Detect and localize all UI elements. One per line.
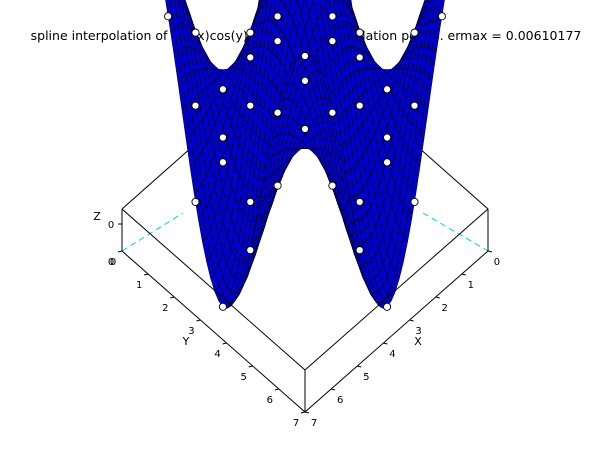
x-tick-mark [488, 251, 492, 252]
interpolation-point-marker [192, 198, 199, 205]
y-tick-mark [196, 320, 200, 321]
y-tick-mark [118, 251, 122, 252]
y-tick-mark [170, 297, 174, 298]
interpolation-point-marker [192, 29, 199, 36]
front-box-edges [122, 209, 488, 412]
interpolation-point-marker [247, 198, 254, 205]
x-axis-label: X [414, 335, 422, 348]
interpolation-point-marker [356, 54, 363, 61]
y-axis-label: Y [182, 335, 190, 348]
z-tick-label-lower: 0 [108, 257, 114, 268]
interpolation-point-marker [411, 29, 418, 36]
y-tick-label: 2 [162, 303, 168, 314]
y-tick-mark [275, 389, 279, 390]
interpolation-point-marker [356, 247, 363, 254]
x-tick-label: 7 [311, 418, 317, 429]
back-box-edges [122, 213, 488, 251]
y-tick-label: 5 [241, 372, 247, 383]
interpolation-point-marker [438, 13, 445, 20]
interpolation-point-marker [411, 198, 418, 205]
z-axis-label: Z [93, 210, 101, 223]
interpolation-point-marker [274, 38, 281, 45]
interpolation-point-marker [329, 182, 336, 189]
interpolation-point-marker [356, 29, 363, 36]
interpolation-point-marker [301, 52, 308, 59]
interpolation-point-marker [384, 159, 391, 166]
interpolation-point-marker [329, 38, 336, 45]
y-tick-label: 6 [267, 395, 273, 406]
y-tick-mark [301, 412, 305, 413]
y-tick-mark [144, 274, 148, 275]
interpolation-point-marker [247, 54, 254, 61]
interpolation-point-marker [247, 29, 254, 36]
y-tick-mark [249, 366, 253, 367]
x-tick-mark [436, 297, 440, 298]
interpolation-point-marker [274, 109, 281, 116]
y-tick-mark [223, 343, 227, 344]
interpolation-point-marker [219, 159, 226, 166]
interpolation-point-marker [301, 125, 308, 132]
back-box-edge-left [122, 213, 183, 251]
x-tick-mark [305, 412, 309, 413]
x-tick-label: 0 [494, 257, 500, 268]
interpolation-point-marker [384, 86, 391, 93]
x-tick-mark [383, 343, 387, 344]
x-tick-label: 1 [468, 280, 474, 291]
interpolation-point-marker [219, 134, 226, 141]
interpolation-point-marker [356, 102, 363, 109]
interpolation-point-marker [165, 13, 172, 20]
z-tick-label-upper: 0 [108, 220, 114, 231]
y-tick-label: 4 [214, 349, 220, 360]
x-tick-mark [462, 274, 466, 275]
interpolation-point-marker [274, 13, 281, 20]
interpolation-point-marker [247, 247, 254, 254]
interpolation-point-marker [274, 182, 281, 189]
y-tick-label: 7 [293, 418, 299, 429]
interpolation-point-marker [411, 102, 418, 109]
interpolation-point-marker [384, 303, 391, 310]
interpolation-point-marker [247, 102, 254, 109]
interpolation-point-marker [219, 86, 226, 93]
surface-mesh [141, 0, 469, 308]
interpolation-point-marker [384, 134, 391, 141]
back-box-edge-right [423, 213, 488, 251]
x-tick-label: 6 [337, 395, 343, 406]
x-tick-mark [331, 389, 335, 390]
x-tick-mark [357, 366, 361, 367]
x-tick-label: 2 [442, 303, 448, 314]
interpolation-point-marker [301, 77, 308, 84]
x-tick-label: 4 [389, 349, 395, 360]
interpolation-point-marker [219, 303, 226, 310]
interpolation-point-marker [192, 102, 199, 109]
interpolation-point-marker [329, 109, 336, 116]
interpolation-point-marker [356, 198, 363, 205]
y-tick-label: 1 [136, 280, 142, 291]
x-tick-mark [410, 320, 414, 321]
x-tick-label: 5 [363, 372, 369, 383]
interpolation-point-marker [329, 13, 336, 20]
